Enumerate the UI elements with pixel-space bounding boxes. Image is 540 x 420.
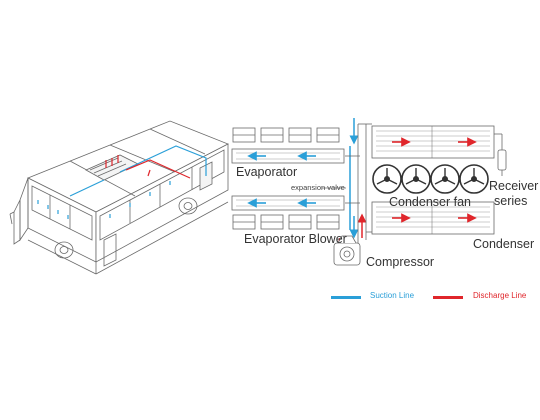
label-receiver-series: series (494, 194, 528, 208)
legend-suction-swatch (331, 296, 361, 299)
label-expansion-valve: expansion valve (291, 183, 345, 192)
legend-suction-label: Suction Line (370, 291, 415, 300)
bus-illustration (9, 120, 229, 275)
evaporator-coil-lower (231, 195, 345, 211)
label-condenser: Condenser (473, 237, 535, 251)
label-condenser-fan: Condenser fan (389, 195, 472, 209)
compressor (333, 235, 361, 266)
bus-discharge-lines (105, 155, 191, 179)
center-plumbing (322, 123, 372, 250)
condenser-fans (372, 164, 489, 194)
condenser-upper-fins (376, 126, 490, 158)
legend-discharge-label: Discharge Line (473, 291, 527, 300)
condenser-lower-fins (376, 202, 490, 234)
legend-discharge-swatch (433, 296, 463, 299)
evaporator-coil-upper (231, 148, 345, 164)
receiver (494, 133, 507, 176)
evaporator-blowers-upper (232, 127, 340, 143)
condenser-fan-2 (401, 164, 431, 194)
label-evaporator: Evaporator (236, 165, 298, 179)
condenser-fan-3 (430, 164, 460, 194)
label-compressor: Compressor (366, 255, 435, 269)
bus-suction-lines (37, 145, 207, 219)
condenser-fan-1 (372, 164, 402, 194)
condenser-fan-4 (459, 164, 489, 194)
suction-piping (349, 118, 359, 239)
evaporator-blowers-lower (232, 214, 340, 230)
label-receiver: Receiver (489, 179, 539, 193)
label-evaporator-blower: Evaporator Blower (244, 232, 347, 246)
